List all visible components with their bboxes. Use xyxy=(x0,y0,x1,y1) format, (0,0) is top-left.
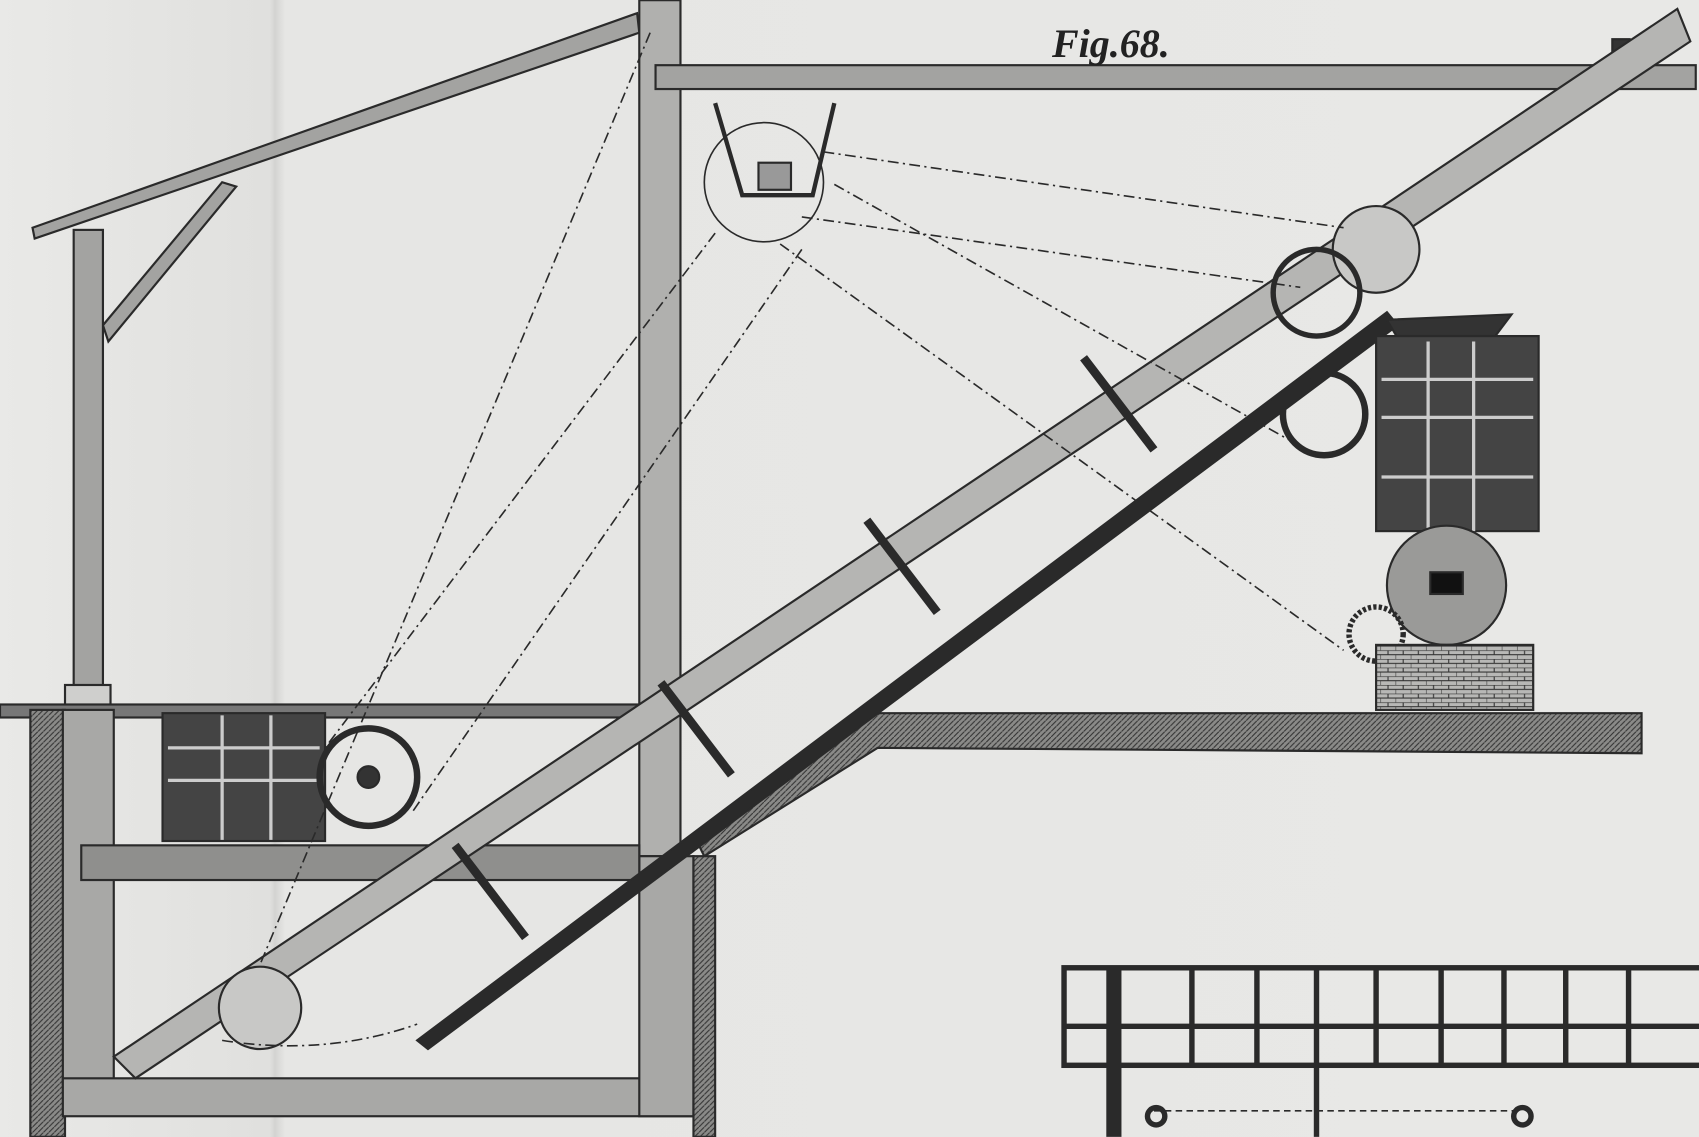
inclined-conveyor xyxy=(112,7,1692,1080)
figure-label: Fig.68. xyxy=(1052,21,1170,66)
lower-machine xyxy=(161,712,421,843)
grate-structure xyxy=(1061,965,1699,1137)
pit xyxy=(29,708,717,1137)
lower-pulley xyxy=(217,965,303,1051)
roof-beam xyxy=(31,11,641,344)
crusher-machine xyxy=(1279,313,1540,711)
upper-pulley xyxy=(1331,204,1421,294)
ceiling-beam xyxy=(654,64,1697,91)
left-post xyxy=(72,228,105,692)
shelf-beam xyxy=(80,844,641,882)
drive-belts xyxy=(222,32,1345,1047)
hanging-pulley xyxy=(703,102,837,243)
